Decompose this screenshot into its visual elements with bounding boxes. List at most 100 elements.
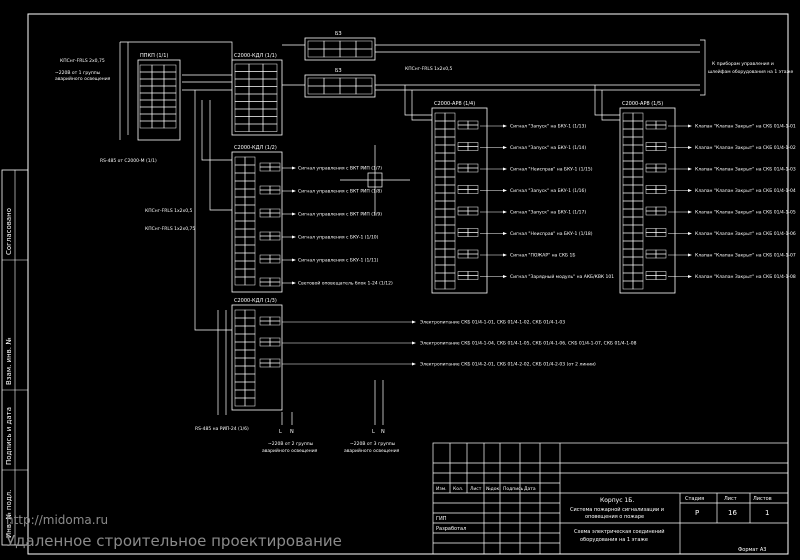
terminal-cell <box>622 208 634 218</box>
label-cable-mid: КПСнг-FRLS 1х2х0,5 <box>145 208 193 214</box>
terminal-cell <box>467 185 479 190</box>
terminal-cell <box>248 108 264 117</box>
arrow-head <box>503 167 507 171</box>
terminal-cell <box>248 123 264 132</box>
arrow-head <box>292 235 296 239</box>
terminal-cell <box>645 185 657 190</box>
terminal-cell <box>434 112 446 122</box>
terminal-cell <box>444 112 456 122</box>
terminal-cell <box>467 163 479 169</box>
col-h-1: Изм. <box>436 486 447 492</box>
terminal-cell <box>457 249 469 255</box>
terminal-cell <box>457 206 469 212</box>
terminal-cell <box>655 271 667 276</box>
terminal-cell <box>244 156 256 166</box>
terminal-cell <box>234 349 246 359</box>
terminal-cell <box>632 176 644 186</box>
label-power-bot1-1: ~220В от 2 группы <box>268 441 314 447</box>
terminal-cell <box>622 176 634 186</box>
role-developer: Разработал <box>436 526 466 532</box>
right1-output-label: Сигнал "Запуск" на БКУ-1 (1/14) <box>510 145 586 151</box>
terminal-cell <box>457 185 469 190</box>
terminal-cell <box>244 180 256 190</box>
label-power-note-2: аварийного освещения <box>55 75 111 82</box>
terminal-cell <box>655 189 667 194</box>
terminal-cell <box>655 249 667 255</box>
terminal-cell <box>163 113 177 122</box>
terminal-cell <box>457 142 469 147</box>
terminal-cell <box>339 48 357 58</box>
terminal-cell <box>632 112 644 122</box>
terminal-cell <box>262 108 278 117</box>
terminal-cell <box>262 93 278 102</box>
terminal-cell <box>457 232 469 237</box>
arrow-head <box>292 212 296 216</box>
arrow-head <box>412 362 416 366</box>
terminal-cell <box>622 168 634 178</box>
terminal-cell <box>645 249 657 255</box>
block-bz-1: БЗ <box>304 31 376 61</box>
arrow-head <box>503 232 507 235</box>
terminal-cell <box>467 271 479 276</box>
terminal-cell <box>645 253 657 259</box>
terminal-cell <box>622 200 634 210</box>
terminal-cell <box>307 48 325 58</box>
terminal-cell <box>244 276 256 286</box>
terminal-cell <box>434 168 446 178</box>
terminal-cell <box>622 216 634 226</box>
arrow-head <box>503 146 507 149</box>
terminal-cell <box>467 124 479 130</box>
terminal-cell <box>434 216 446 226</box>
terminal-cell <box>244 244 256 254</box>
terminal-cell <box>457 189 469 194</box>
terminal-cell <box>234 228 246 238</box>
terminal-cell <box>457 275 469 280</box>
terminal-cell <box>467 146 479 151</box>
label-cable-mid2: КПСнг-FRLS 1х2х0,75 <box>145 226 195 232</box>
terminal-cell <box>248 63 264 72</box>
terminal-cell <box>434 256 446 266</box>
terminal-cell <box>244 357 256 367</box>
col-h-6: Дата <box>524 486 536 492</box>
terminal-cell <box>645 232 657 237</box>
terminal-cell <box>269 189 281 195</box>
terminal-cell <box>262 78 278 87</box>
terminal-cell <box>259 362 271 368</box>
terminal-cell <box>163 120 177 129</box>
label-power-bot2-2: аварийного освещения <box>344 447 400 454</box>
terminal-cell <box>244 228 256 238</box>
right2-output-label: Клапан "Клапан Закрыт" на СКБ 01/4-1-03 <box>695 167 796 173</box>
terminal-cell <box>444 144 456 154</box>
terminal-cell <box>244 260 256 270</box>
terminal-cell <box>269 277 281 283</box>
arrow-head <box>688 124 692 128</box>
terminal-cell <box>234 365 246 375</box>
terminal-cell <box>622 184 634 194</box>
terminal-cell <box>434 280 446 290</box>
terminal-cell <box>622 232 634 242</box>
col-h-5: Подпись <box>503 486 524 492</box>
terminal-cell <box>444 264 456 274</box>
svg-text:С2000-КДЛ (1/1): С2000-КДЛ (1/1) <box>234 53 277 59</box>
terminal-cell <box>269 254 281 260</box>
terminal-cell <box>622 272 634 282</box>
terminal-cell <box>467 253 479 259</box>
terminal-cell <box>248 71 264 80</box>
terminal-cell <box>234 196 246 206</box>
terminal-cell <box>151 92 165 101</box>
right1-output-label: Сигнал "Зарядный модуль" на АКБ/КВК 101 <box>510 273 614 280</box>
terminal-cell <box>467 142 479 147</box>
terminal-cell <box>269 258 281 264</box>
stamp-text-1: Инв. № подл. <box>5 490 13 538</box>
title-block <box>432 442 789 555</box>
terminal-cell <box>622 264 634 274</box>
terminal-cell <box>259 341 271 347</box>
terminal-cell <box>444 184 456 194</box>
terminal-cell <box>234 309 246 319</box>
terminal-cell <box>244 325 256 335</box>
generated-wiring: Сигнал управления с ВКТ РИП (1/7)Сигнал … <box>139 40 796 407</box>
right2-output-label: Клапан "Клапан Закрыт" на СКБ 01/4-1-05 <box>695 210 796 216</box>
terminal-cell <box>355 48 373 58</box>
terminal-cell <box>259 185 271 191</box>
terminal-cell <box>655 120 667 126</box>
